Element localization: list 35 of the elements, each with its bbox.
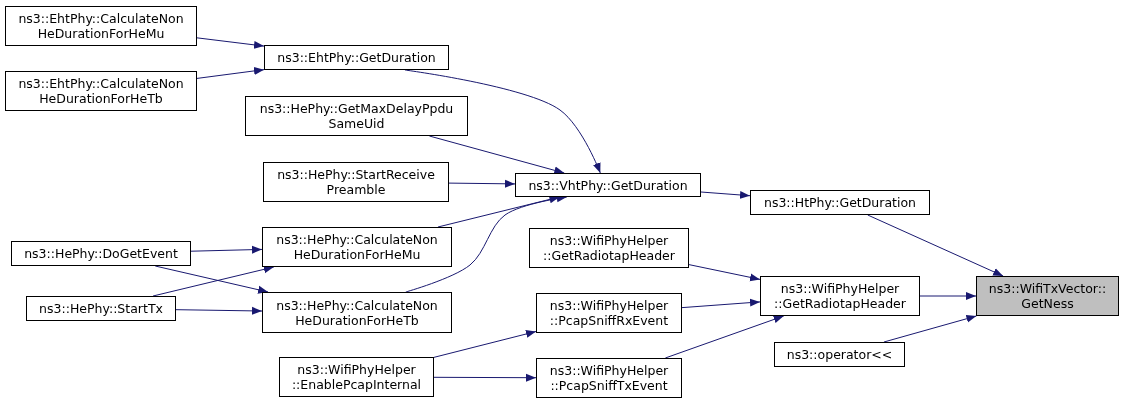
- function-box: ns3::WifiPhyHelper ::PcapSniffRxEvent: [536, 293, 682, 333]
- arrow: [190, 245, 263, 254]
- arrow: [883, 314, 977, 343]
- arrow: [867, 214, 1004, 277]
- function-box: ns3::HePhy::CalculateNon HeDurationForHeMu: [262, 227, 452, 267]
- arrow: [448, 179, 516, 188]
- arrow: [175, 306, 263, 315]
- arrow: [688, 264, 761, 282]
- arrow: [196, 66, 265, 79]
- function-box: ns3::HePhy::DoGetEvent: [11, 241, 191, 266]
- function-box: ns3::operator<<: [774, 342, 905, 367]
- arrow: [919, 292, 977, 300]
- arrow: [433, 330, 537, 358]
- arrow: [700, 190, 751, 199]
- arrow: [433, 373, 537, 382]
- arrow: [681, 298, 761, 309]
- function-box: ns3::HePhy::StartTx: [26, 296, 176, 321]
- function-box: ns3::HtPhy::GetDuration: [750, 190, 930, 215]
- function-box: ns3::HePhy::GetMaxDelayPpdu SameUid: [245, 96, 468, 136]
- arrow: [152, 265, 275, 297]
- function-box: ns3::WifiPhyHelper ::PcapSniffTxEvent: [536, 358, 682, 398]
- function-box: ns3::EhtPhy::CalculateNon HeDurationForHeMu: [5, 6, 197, 46]
- arrow: [664, 315, 785, 359]
- arrow: [437, 195, 560, 228]
- function-box: ns3::WifiPhyHelper ::EnablePcapInternal: [279, 357, 434, 397]
- selected-function-box: ns3::WifiTxVector:: GetNess: [976, 276, 1119, 316]
- function-box: ns3::WifiPhyHelper ::GetRadiotapHeader: [760, 276, 920, 316]
- function-box: ns3::EhtPhy::CalculateNon HeDurationForHeTb: [5, 71, 197, 111]
- arrow: [428, 135, 565, 175]
- arrow: [196, 37, 265, 49]
- function-box: ns3::HePhy::CalculateNon HeDurationForHeTb: [262, 292, 452, 333]
- function-box: ns3::HePhy::StartReceive Preamble: [263, 162, 449, 202]
- function-box: ns3::WifiPhyHelper ::GetRadiotapHeader: [529, 228, 689, 268]
- function-box: ns3::VhtPhy::GetDuration: [515, 173, 701, 197]
- function-box: ns3::EhtPhy::GetDuration: [264, 45, 449, 70]
